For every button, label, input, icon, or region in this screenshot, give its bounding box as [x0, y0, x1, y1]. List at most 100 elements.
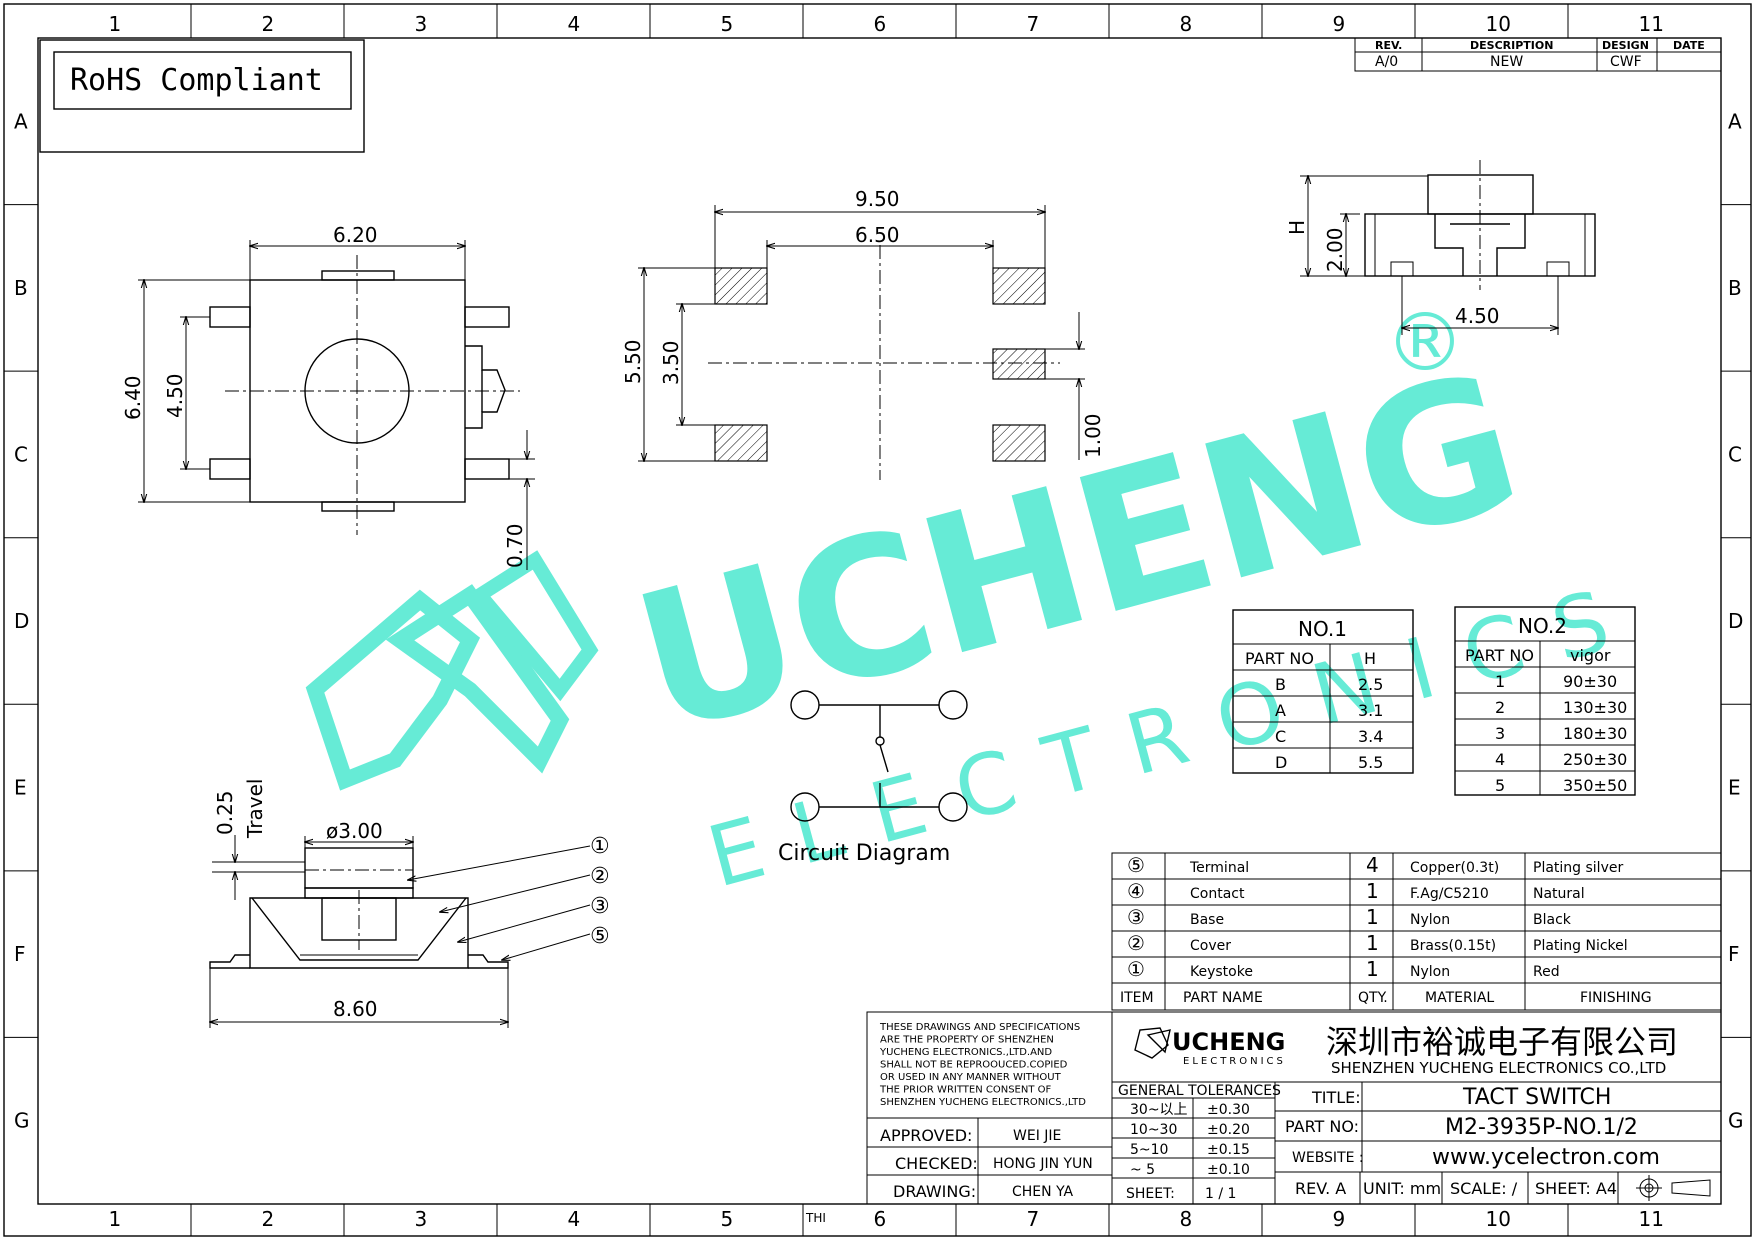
bom-cell: Terminal	[1189, 860, 1249, 876]
notice-line: ARE THE PROPERTY OF SHENZHEN	[880, 1035, 1054, 1046]
bom-cell: Keystoke	[1190, 964, 1253, 980]
column-label: 7	[1027, 1207, 1040, 1231]
no1-title: NO.1	[1298, 617, 1347, 641]
column-label: 11	[1639, 12, 1664, 36]
dim-top-pitch: 4.50	[163, 373, 187, 418]
logo-main: UCHENG	[1172, 1028, 1285, 1056]
bom-cell: F.Ag/C5210	[1410, 886, 1489, 902]
no1-header-h: H	[1364, 649, 1376, 668]
row-label: C	[14, 442, 28, 466]
column-label: 10	[1486, 1207, 1511, 1231]
bom-cell: ⑤	[1127, 853, 1145, 877]
dim-travel: 0.25	[213, 790, 237, 835]
website-label: WEBSITE :	[1292, 1150, 1364, 1166]
no2-cell-vigor: 250±30	[1563, 750, 1627, 769]
bom-cell: Black	[1533, 912, 1572, 928]
dim-top-width: 6.20	[333, 223, 378, 247]
column-label: 4	[568, 12, 581, 36]
rev-value: REV. A	[1295, 1179, 1346, 1198]
watermark: UCHENG ELECTRONICS ®	[305, 296, 1652, 907]
row-ticks	[4, 204, 1751, 1038]
rev-header-date: DATE	[1673, 39, 1705, 52]
no2-cell-part: 5	[1495, 776, 1505, 795]
partno-label: PART NO:	[1285, 1117, 1359, 1136]
balloon-3: ③	[590, 894, 610, 919]
bom-cell: Base	[1190, 912, 1224, 928]
dim-dia: ø3.00	[326, 819, 383, 843]
balloon-2: ②	[590, 864, 610, 889]
approved-value: WEI JIE	[1013, 1128, 1061, 1144]
checked-label: CHECKED:	[895, 1154, 978, 1173]
column-label: 7	[1027, 12, 1040, 36]
bom-header-name: PART NAME	[1183, 990, 1263, 1006]
dim-top-height: 6.40	[121, 375, 145, 420]
column-label: 5	[721, 1207, 734, 1231]
bom-cell: Cover	[1190, 938, 1231, 954]
bom-cell: Plating Nickel	[1533, 938, 1628, 954]
row-label: G	[14, 1109, 30, 1133]
no1-header-part: PART NO	[1245, 649, 1314, 668]
bom-cell: ④	[1127, 879, 1145, 903]
no1-cell-part: A	[1275, 701, 1286, 720]
no2-cell-vigor: 180±30	[1563, 724, 1627, 743]
watermark-logo-icon	[305, 550, 599, 791]
row-label: F	[1728, 942, 1740, 966]
notice-line: OR USED IN ANY MANNER WITHOUT	[880, 1072, 1062, 1083]
tol-value: ±0.30	[1207, 1102, 1250, 1118]
approved-label: APPROVED:	[880, 1126, 972, 1145]
company-cn: 深圳市裕诚电子有限公司	[1326, 1023, 1678, 1061]
no2-title: NO.2	[1518, 614, 1567, 638]
dim-fp-pad: 1.00	[1081, 413, 1105, 458]
bom-cell: Natural	[1533, 886, 1585, 902]
no2-cell-part: 2	[1495, 698, 1505, 717]
bom-cell: Contact	[1190, 886, 1245, 902]
column-label: 2	[262, 1207, 275, 1231]
no2-cell-part: 4	[1495, 750, 1505, 769]
bom-cell: Red	[1533, 964, 1560, 980]
side-view: H 2.00 4.50	[1285, 160, 1596, 335]
website-value: www.ycelectron.com	[1432, 1145, 1660, 1170]
bom-header-item: ITEM	[1120, 990, 1154, 1006]
drawing-label: DRAWING:	[893, 1182, 976, 1201]
sheet-value: 1 / 1	[1205, 1186, 1236, 1202]
bom-header-finishing: FINISHING	[1580, 990, 1652, 1006]
column-label: 9	[1333, 12, 1346, 36]
bom-cell: Nylon	[1410, 912, 1450, 928]
partno-value: M2-3935P-NO.1/2	[1445, 1115, 1638, 1140]
tol-title: GENERAL TOLERANCES	[1118, 1083, 1281, 1099]
revision-table: REV. DESCRIPTION DESIGN DATE A/0 NEW CWF	[1354, 37, 1722, 72]
column-label: 3	[415, 1207, 428, 1231]
bom-cell: Copper(0.3t)	[1410, 860, 1499, 876]
row-label: E	[14, 776, 27, 800]
bom-cell: 1	[1366, 905, 1379, 929]
no2-header-part: PART NO	[1465, 646, 1534, 665]
column-label: 11	[1639, 1207, 1664, 1231]
scale-value: SCALE: /	[1450, 1179, 1518, 1198]
rev-value-desc: NEW	[1490, 54, 1523, 70]
rohs-box: RoHS Compliant	[39, 39, 365, 153]
no1-cell-part: B	[1275, 675, 1286, 694]
tol-range: 5~10	[1130, 1142, 1168, 1158]
row-label: A	[14, 109, 28, 133]
no1-cell-part: C	[1275, 727, 1286, 746]
bom-cell: 1	[1366, 879, 1379, 903]
section-view: 0.25 Travel ø3.00 8.60 ① ② ③ ⑤	[210, 779, 610, 1028]
column-ticks	[190, 4, 1569, 1236]
dim-top-lead: 0.70	[503, 523, 527, 568]
drawing-value: CHEN YA	[1012, 1184, 1074, 1200]
dim-fp-inner-h: 3.50	[659, 340, 683, 385]
bom-cell: ②	[1127, 931, 1145, 955]
bom-header-material: MATERIAL	[1425, 990, 1494, 1006]
no2-header-vigor: vigor	[1570, 646, 1611, 665]
bom-cell: 4	[1366, 853, 1379, 877]
projection-symbol-icon	[1636, 1175, 1711, 1201]
column-label: 5	[721, 12, 734, 36]
sheet-size-value: SHEET: A4	[1535, 1179, 1617, 1198]
